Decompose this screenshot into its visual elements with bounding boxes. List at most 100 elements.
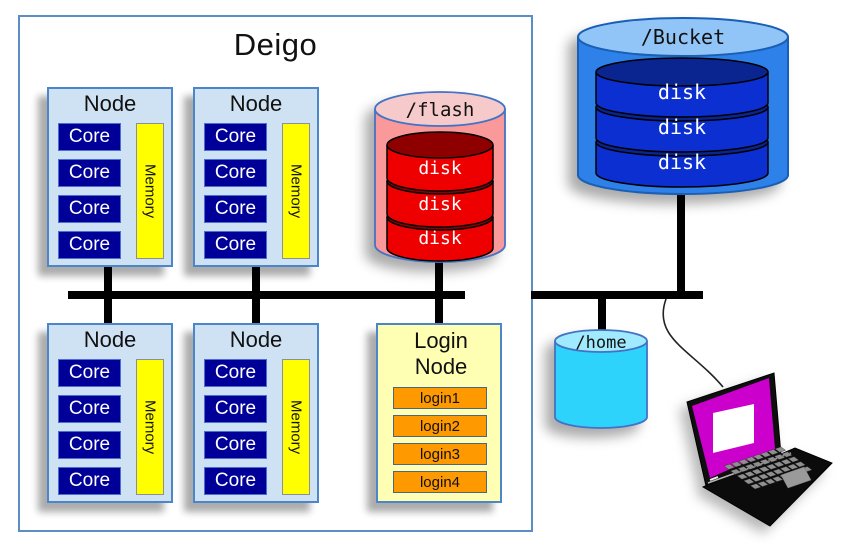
laptop-key <box>765 463 778 470</box>
laptop-key <box>787 463 799 470</box>
laptop-key <box>781 451 793 458</box>
node-title: Node <box>83 91 137 116</box>
cluster-title: Deigo <box>233 27 318 62</box>
laptop-key <box>772 468 784 475</box>
home-bus-stub <box>598 295 606 332</box>
home-label: /home <box>575 333 626 353</box>
disk-label: disk <box>658 115 706 139</box>
core-block: Core <box>204 395 267 423</box>
core-column: Core Core Core Core <box>204 359 267 495</box>
memory-block: Memory <box>282 359 310 495</box>
flash-cylinder-top <box>374 91 506 127</box>
core-block: Core <box>58 431 121 459</box>
node-title: Node <box>83 327 137 352</box>
bucket-label: /Bucket <box>641 25 725 49</box>
cable-line <box>662 298 724 388</box>
login-host: login3 <box>393 443 487 465</box>
laptop <box>686 372 833 527</box>
login-host: login1 <box>393 387 487 409</box>
node-title: Node <box>229 327 283 352</box>
laptop-key <box>773 454 786 460</box>
node2-bus-stub <box>252 265 260 325</box>
core-block: Core <box>204 195 267 223</box>
core-block: Core <box>58 395 121 423</box>
core-block: Core <box>204 431 267 459</box>
internal-bus-line <box>68 291 465 299</box>
home-cylinder-body <box>554 341 648 429</box>
laptop-key <box>744 471 756 478</box>
home-storage-cylinder: /home <box>554 329 648 429</box>
core-block: Core <box>204 123 267 151</box>
laptop-key <box>730 468 742 475</box>
laptop-key <box>780 458 792 465</box>
bucket-bus-stub <box>677 193 685 291</box>
disk-label: disk <box>658 150 706 174</box>
home-cylinder-top <box>554 329 648 353</box>
bucket-cylinder-top <box>577 17 789 57</box>
core-block: Core <box>58 359 121 387</box>
core-column: Core Core Core Core <box>204 123 267 259</box>
login-node-box: Login Node login1 login2 login3 login4 <box>376 323 502 503</box>
laptop-key <box>752 454 765 460</box>
laptop-key <box>760 451 772 458</box>
core-block: Core <box>58 159 121 187</box>
memory-block: Memory <box>136 123 164 259</box>
core-column: Core Core Core Core <box>58 123 121 259</box>
core-block: Core <box>204 159 267 187</box>
laptop-key <box>738 458 750 465</box>
laptop-key <box>752 461 764 468</box>
compute-node-4: Node Core Core Core Core Memory <box>193 323 319 503</box>
core-block: Core <box>204 467 267 495</box>
core-block: Core <box>58 231 121 259</box>
flash-label: /flash <box>406 99 475 121</box>
external-bus-line <box>531 291 703 299</box>
login-host: login2 <box>393 415 487 437</box>
laptop-key <box>745 456 757 463</box>
laptop-key <box>744 463 757 470</box>
compute-node-2: Node Core Core Core Core Memory <box>193 87 319 267</box>
core-block: Core <box>58 195 121 223</box>
login-node-title: Login Node <box>414 328 468 380</box>
laptop-key <box>757 473 770 480</box>
disk-label: disk <box>418 228 462 249</box>
login-list: login1 login2 login3 login4 <box>393 387 487 493</box>
flash-disk-top <box>386 131 494 159</box>
laptop-key <box>737 466 749 473</box>
laptop-trackpad <box>780 466 812 489</box>
bucket-storage-cylinder: /Bucket disk disk disk <box>577 17 789 195</box>
laptop-latch <box>709 476 719 481</box>
core-block: Core <box>58 467 121 495</box>
disk-label: disk <box>658 80 706 104</box>
flash-storage-cylinder: /flash disk disk disk <box>374 91 506 263</box>
disk-label: disk <box>418 194 462 215</box>
login-host: login4 <box>393 471 487 493</box>
laptop-screen <box>713 404 754 453</box>
laptop-key <box>787 456 800 463</box>
laptop-key <box>771 476 784 482</box>
laptop-key <box>765 471 777 478</box>
memory-block: Memory <box>282 123 310 259</box>
laptop-key <box>774 446 786 453</box>
laptop-key <box>757 480 769 487</box>
laptop-key <box>749 483 762 490</box>
laptop-key <box>767 449 779 455</box>
core-block: Core <box>204 359 267 387</box>
laptop-key <box>766 456 778 463</box>
compute-node-3: Node Core Core Core Core Memory <box>47 323 173 503</box>
laptop-key <box>758 466 770 473</box>
laptop-key <box>736 473 749 480</box>
core-block: Core <box>204 231 267 259</box>
laptop-key <box>723 463 735 470</box>
node-title: Node <box>229 91 283 116</box>
laptop-cable <box>662 298 724 388</box>
laptop-key <box>743 478 755 485</box>
laptop-key <box>750 476 762 482</box>
laptop-key <box>773 461 785 468</box>
node1-bus-stub <box>104 265 112 325</box>
laptop-key <box>730 461 743 468</box>
bucket-disk-top <box>595 57 769 87</box>
laptop-key <box>779 466 792 473</box>
laptop-key <box>794 461 806 468</box>
core-block: Core <box>58 123 121 151</box>
